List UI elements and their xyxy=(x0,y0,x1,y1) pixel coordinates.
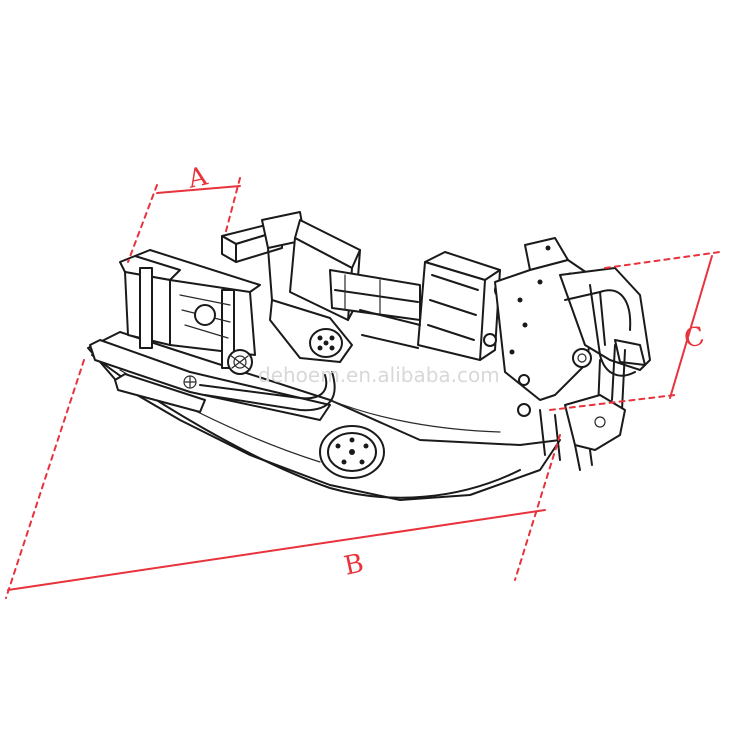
dimension-c-extension-top xyxy=(604,251,721,269)
dimension-b-line xyxy=(7,509,546,591)
dimension-a-line xyxy=(156,185,241,194)
coupler-plate xyxy=(494,237,651,411)
rotation-disc xyxy=(319,425,385,479)
pivot-bracket xyxy=(269,299,353,363)
dimension-b-extension-right xyxy=(514,434,561,581)
dimension-c-extension-bottom xyxy=(549,394,676,411)
dimension-lines xyxy=(5,177,721,599)
dimension-a-extension-right xyxy=(224,177,241,236)
dimension-label-c: C xyxy=(682,321,708,354)
hydraulic-cylinder xyxy=(289,219,421,321)
coupler-latch xyxy=(517,374,626,471)
dimension-label-b: B xyxy=(342,548,367,581)
arm-frame xyxy=(359,251,512,361)
watermark-text: dehoem.en.alibaba.com xyxy=(258,363,500,387)
dimension-a-extension-left xyxy=(127,184,158,263)
dimension-c-line xyxy=(669,255,713,399)
dimension-b-extension-left xyxy=(5,359,85,599)
jaw-assembly xyxy=(89,249,336,421)
